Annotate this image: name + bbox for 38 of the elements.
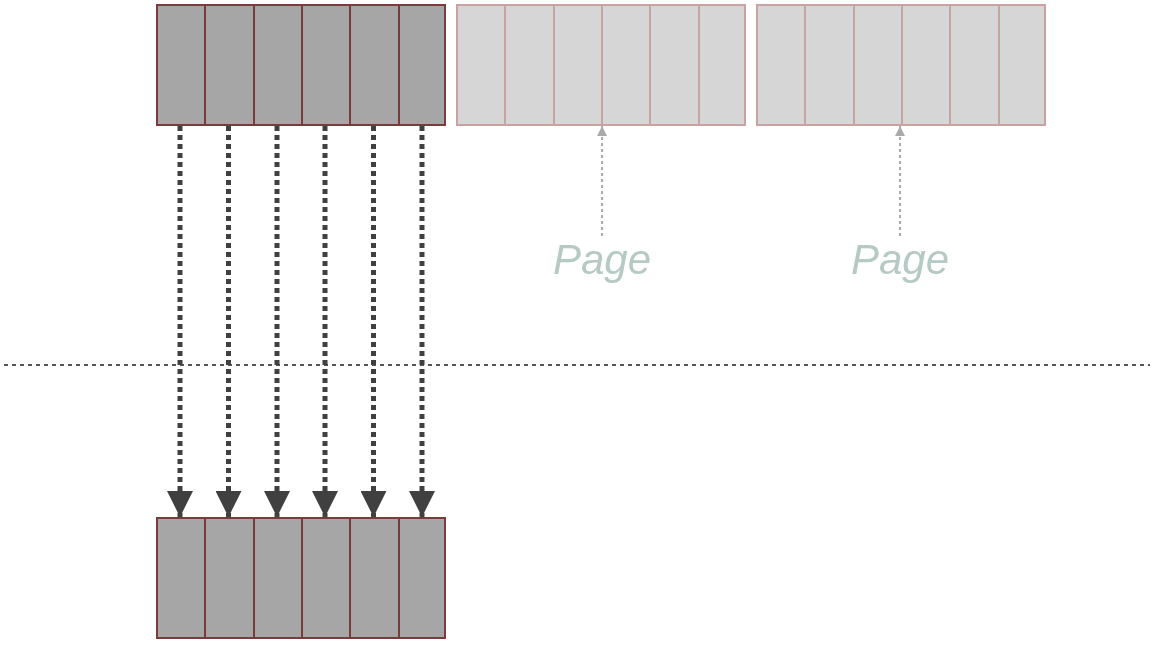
cell (998, 4, 1046, 126)
cell (949, 4, 998, 126)
page-block (756, 4, 1046, 126)
cell (253, 517, 301, 639)
cell (301, 4, 349, 126)
arrow (360, 126, 387, 517)
cell (504, 4, 553, 126)
cell (456, 4, 504, 126)
cell (156, 4, 204, 126)
cell (853, 4, 901, 126)
arrow (167, 126, 193, 517)
cell (349, 4, 398, 126)
cell (301, 517, 349, 639)
page-label: Page (851, 236, 950, 284)
cell (398, 517, 446, 639)
cell (349, 517, 398, 639)
cell (901, 4, 949, 126)
cell (156, 517, 204, 639)
cell (204, 4, 253, 126)
arrow (312, 126, 338, 517)
cell (756, 4, 804, 126)
cell (698, 4, 746, 126)
page-block (156, 4, 446, 126)
cell (804, 4, 853, 126)
cell (601, 4, 649, 126)
page-block (156, 517, 446, 639)
arrow (215, 126, 242, 517)
cell (204, 517, 253, 639)
cell (649, 4, 698, 126)
cell (253, 4, 301, 126)
arrow (409, 126, 435, 517)
cell (398, 4, 446, 126)
page-block (456, 4, 746, 126)
arrow (264, 126, 290, 517)
arrow (597, 125, 608, 237)
cell (553, 4, 601, 126)
page-label: Page (553, 236, 652, 284)
arrow (895, 125, 906, 237)
